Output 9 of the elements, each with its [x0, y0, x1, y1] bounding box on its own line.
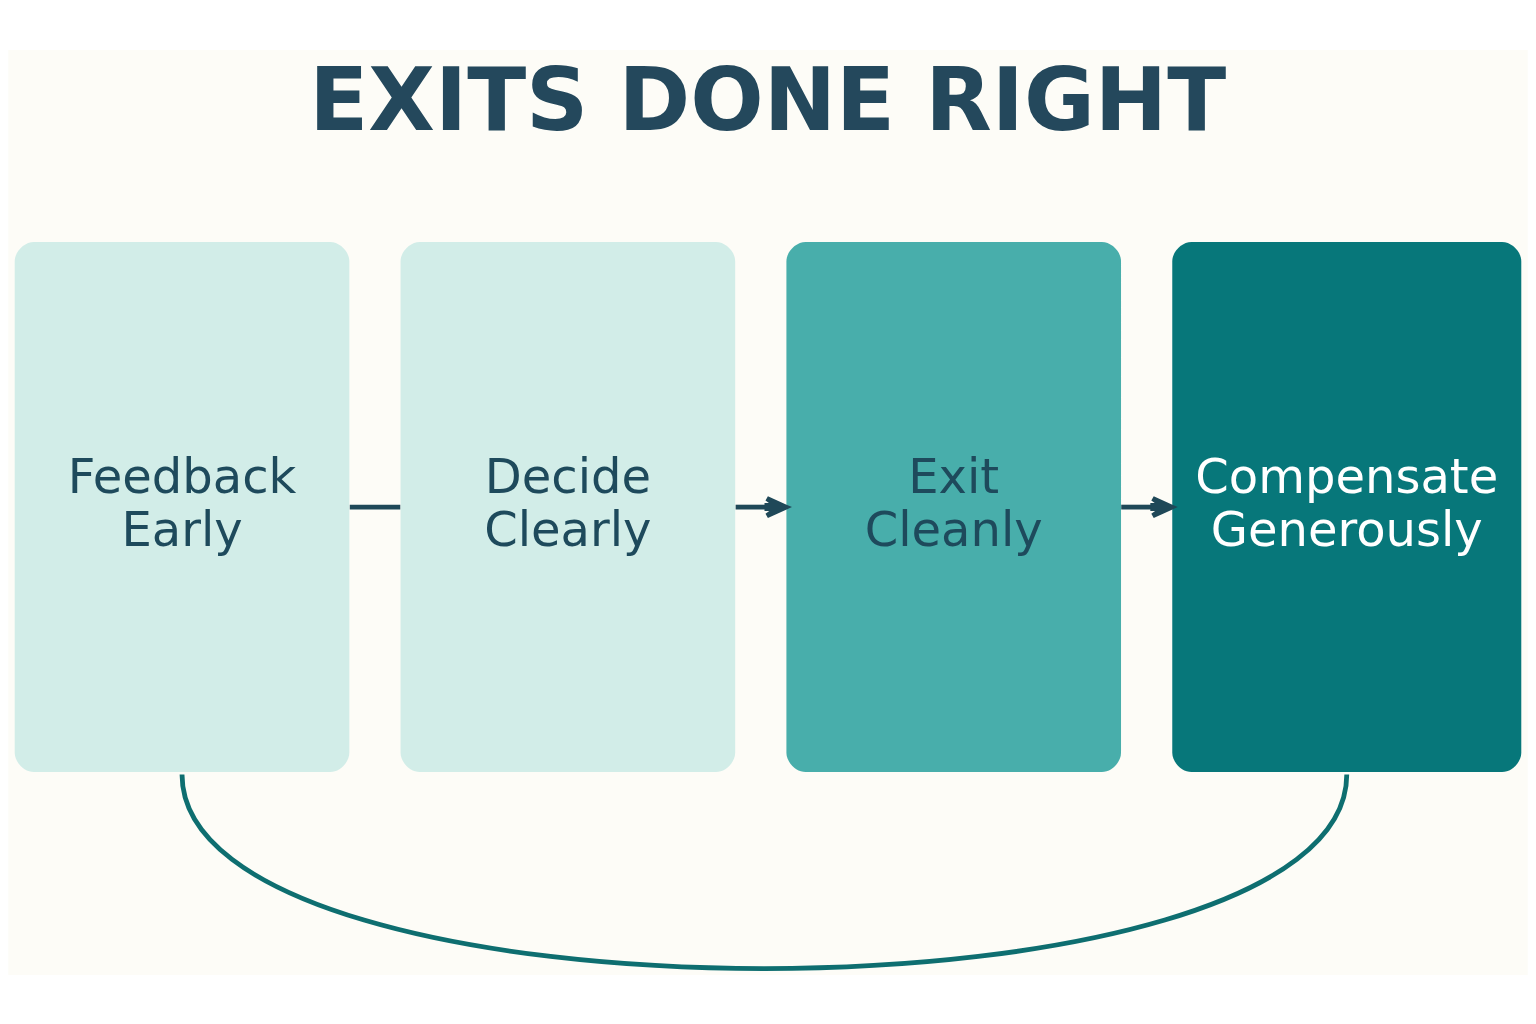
arrow [735, 495, 789, 518]
node-box: Compensate Generously [1172, 241, 1522, 772]
connector [349, 504, 401, 509]
connector [179, 773, 1349, 971]
node-box: Exit Cleanly [786, 241, 1122, 772]
diagram-title: EXITS DONE RIGHT [309, 49, 1227, 150]
arrow [1121, 495, 1175, 518]
node-box: Decide Clearly [400, 241, 736, 772]
node-box: Feedback Early [14, 241, 350, 772]
